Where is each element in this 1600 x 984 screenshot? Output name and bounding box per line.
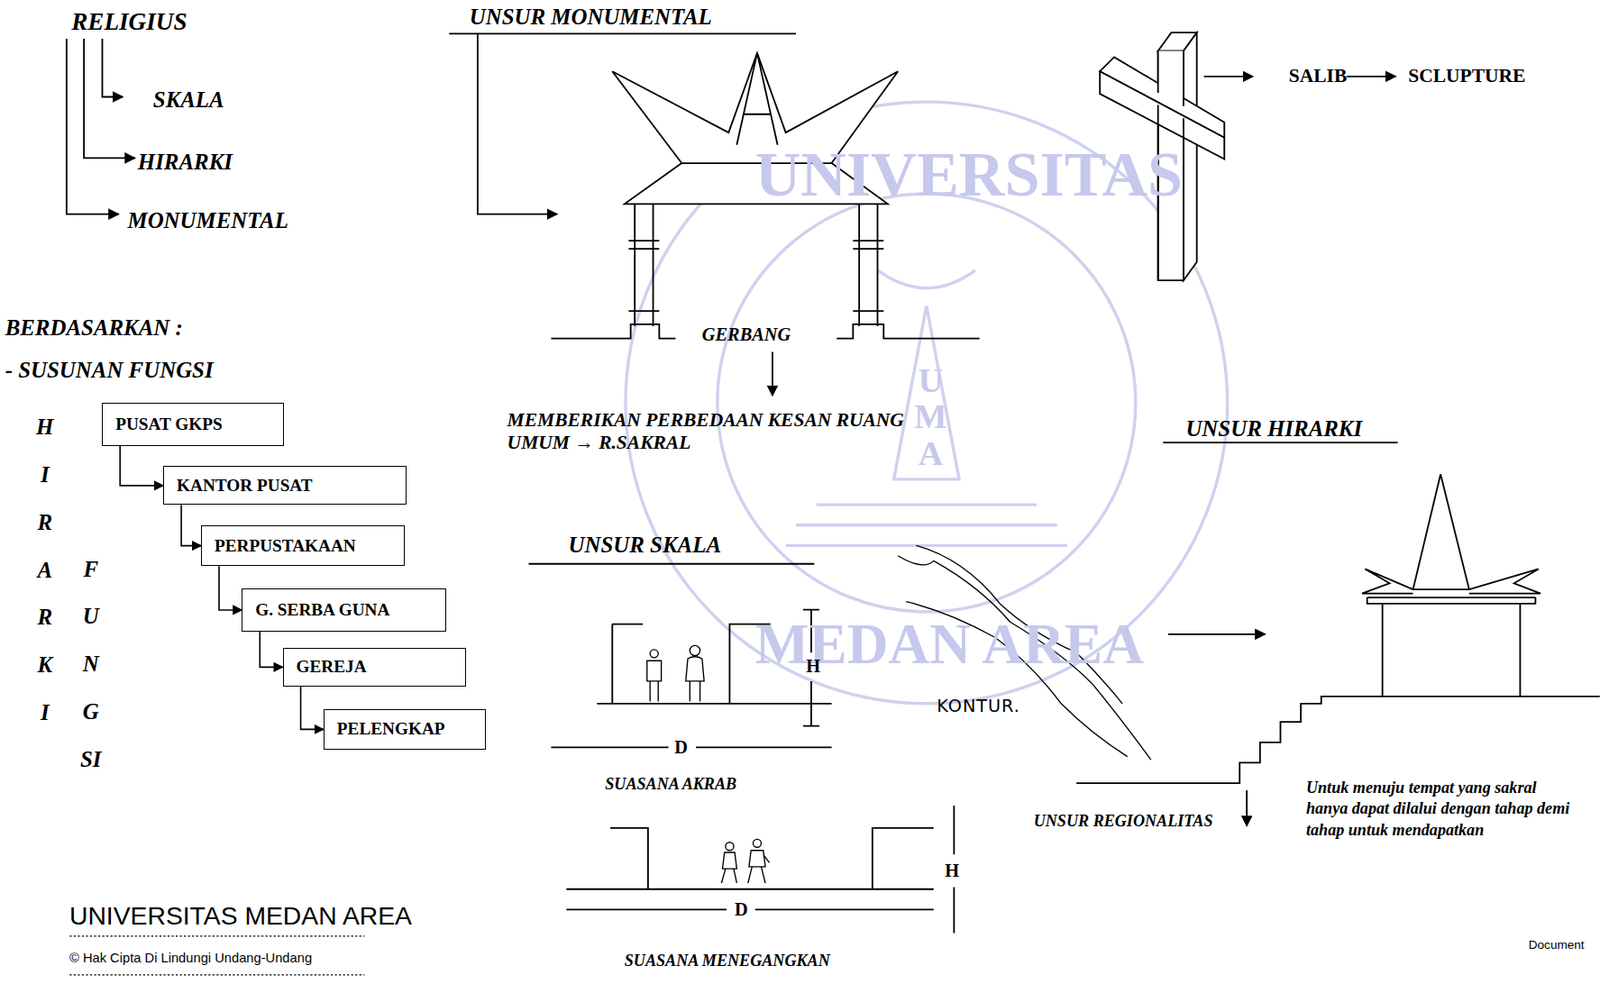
gate-drawing-part (634, 203, 878, 327)
caption: GERBANG (702, 324, 791, 346)
page-note: Document (1528, 938, 1585, 953)
cross-sculpture-part (1204, 75, 1253, 78)
person-figures-part (752, 839, 761, 848)
note: MEMBERIKAN PERBEDAAN KESAN RUANG UMUM → … (507, 409, 906, 454)
function-box: KANTOR PUSAT (163, 466, 406, 505)
vertical-caption: FUNGSI (79, 546, 102, 785)
footer-note: © Hak Cipta Di Lindungi Undang-Undang (69, 950, 312, 967)
function-box: PUSAT GKPS (101, 402, 284, 447)
caption: SCLUPTURE (1408, 64, 1526, 88)
person-figures-part (649, 649, 659, 659)
person-figures-part (721, 852, 737, 884)
religius-bracket-part (101, 38, 123, 98)
scale-drawings-part (566, 908, 933, 911)
function-box: PERPUSTAKAAN (201, 525, 405, 567)
hierarchy-drawing-part (1076, 696, 1600, 784)
box-label: PUSAT GKPS (115, 414, 222, 435)
hierarchy-drawing-part (1382, 603, 1521, 697)
person-figures-part (689, 645, 700, 656)
gate-drawing-part (836, 324, 979, 339)
hierarchy-connector (219, 566, 242, 611)
person-figures-part (685, 657, 704, 703)
watermark-logo-part (786, 504, 1068, 546)
scale-drawings-part (528, 563, 814, 566)
hierarchy-connector (119, 446, 164, 486)
person-figures-part (748, 850, 770, 884)
religius-bracket-part (83, 38, 136, 158)
cross-sculpture-part (1183, 32, 1198, 281)
note: Untuk menuju tempat yang sakral hanya da… (1306, 777, 1574, 842)
function-box: PELENGKAP (323, 709, 486, 750)
person-figures-part (725, 842, 734, 851)
function-box: G. SERBA GUNA (241, 588, 446, 632)
section-heading: UNSUR MONUMENTAL (469, 4, 713, 31)
box-label: PELENGKAP (337, 719, 446, 740)
footer-rules (69, 936, 365, 976)
hierarchy-drawing-part (1245, 790, 1248, 827)
hierarchy-connector (301, 686, 324, 731)
monumental-leader-part (477, 33, 558, 214)
scale-drawings-part (566, 828, 933, 890)
hierarchy-drawing-part (1367, 597, 1536, 604)
box-label: KANTOR PUSAT (176, 475, 313, 496)
gate-drawing-part (628, 310, 884, 312)
sub-item: SKALA (153, 87, 225, 114)
sub-item: MONUMENTAL (128, 208, 289, 235)
gate-drawing-part (550, 324, 676, 339)
box-label: GEREJA (296, 657, 367, 677)
heading: - SUSUNAN FUNGSI (5, 357, 214, 384)
handwritten-note: KONTUR. (936, 696, 1021, 717)
hierarchy-drawing-part (1362, 568, 1414, 594)
gate-drawing-part (771, 351, 774, 396)
footer-title: UNIVERSITAS MEDAN AREA (69, 901, 412, 932)
footer-rules-part (69, 936, 365, 976)
hierarchy-drawing-part (1469, 568, 1541, 594)
dimension: D (734, 899, 749, 921)
heading: BERDASARKAN : (5, 315, 183, 342)
watermark-logo-part (894, 305, 960, 479)
vertical-caption: HIRARKI (33, 403, 56, 738)
gate-drawing-part (628, 240, 884, 249)
dimension: H (944, 860, 960, 882)
caption: SUASANA MENEGANGKAN (624, 951, 831, 971)
watermark: UMA (913, 362, 948, 472)
section-heading: UNSUR SKALA (568, 532, 722, 559)
hierarchy-drawing-part (1162, 441, 1398, 444)
watermark: UNIVERSITAS (755, 137, 1183, 211)
hierarchy-drawing-part (1168, 633, 1266, 636)
scale-drawings-part (550, 747, 832, 750)
dimension: H (805, 656, 821, 677)
function-box: GEREJA (283, 648, 467, 687)
caption: SUASANA AKRAB (604, 775, 737, 795)
person-figures-part (647, 660, 662, 702)
section-heading: UNSUR HIRARKI (1185, 416, 1363, 443)
religius-bracket (66, 38, 136, 215)
hierarchy-drawing (1076, 442, 1600, 826)
box-label: PERPUSTAKAAN (214, 536, 357, 557)
heading: RELIGIUS (71, 8, 187, 37)
box-label: G. SERBA GUNA (255, 600, 390, 621)
sub-item: HIRARKI (137, 149, 233, 176)
cross-sculpture-part (1346, 75, 1396, 78)
cross-sculpture-part (1158, 51, 1184, 107)
gate-drawing (550, 53, 979, 396)
hierarchy-connector (181, 504, 202, 546)
dimension: D (674, 737, 688, 759)
monumental-leader-part (448, 32, 796, 35)
hierarchy-connector (259, 631, 283, 668)
hierarchy-drawing-part (1413, 474, 1470, 590)
person-figures (647, 645, 770, 884)
caption: SALIB (1289, 64, 1348, 88)
gate-drawing-part (736, 53, 778, 146)
religius-bracket-part (66, 38, 119, 215)
watermark-logo-part (877, 270, 977, 289)
caption: UNSUR REGIONALITAS (1033, 812, 1214, 832)
